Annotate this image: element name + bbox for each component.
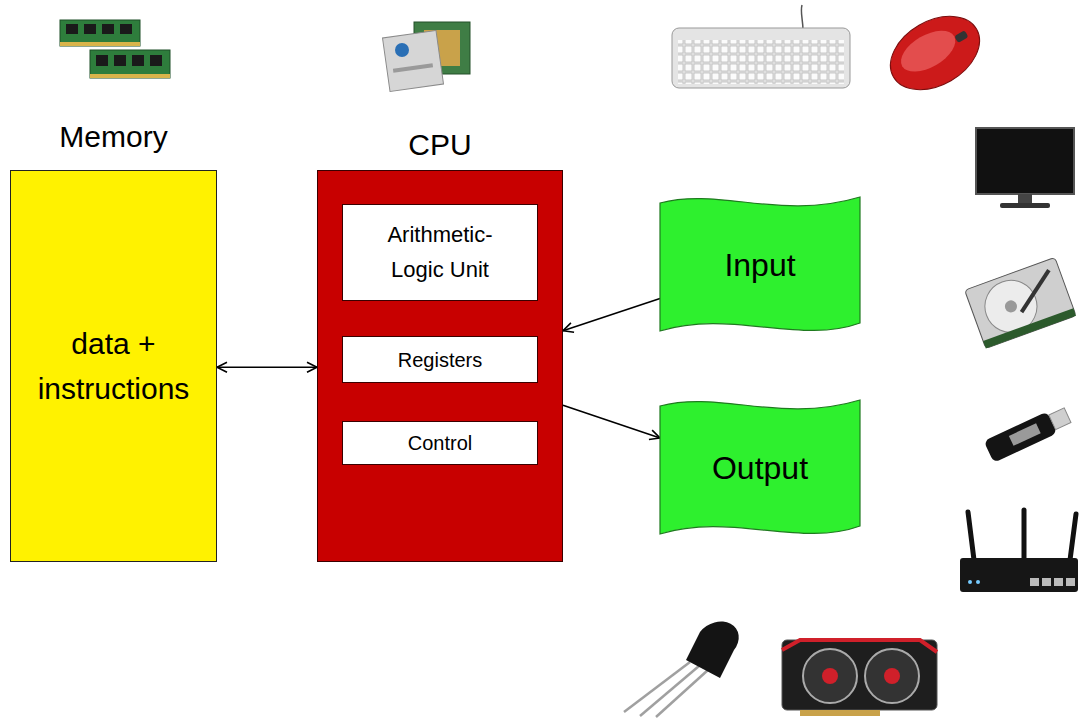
transistor-lead: [640, 666, 699, 716]
io-flag: Input: [660, 195, 860, 335]
gpu-fan: [803, 649, 857, 703]
gpu-fan-hub: [822, 668, 838, 684]
ram-stick: [60, 20, 140, 46]
ram-chip: [96, 55, 108, 66]
router-antenna: [968, 512, 974, 560]
memory-contents: data + instructions: [38, 321, 190, 411]
hard-disk-icon: [965, 257, 1076, 348]
ram-chip: [114, 55, 126, 66]
disk-board: [983, 308, 1076, 348]
flag-shape: [660, 400, 860, 534]
router-antenna: [1022, 510, 1027, 560]
memory-box: Memorydata + instructions: [10, 170, 217, 562]
keyboard-icon: [672, 5, 850, 88]
chip-marking: [393, 63, 433, 73]
data-flow-arrow: [217, 366, 317, 368]
disk-spindle: [1003, 299, 1018, 314]
router-antenna: [1070, 514, 1076, 560]
ram-chip: [66, 24, 78, 34]
router-port: [1054, 578, 1063, 586]
router-led: [968, 580, 972, 584]
unit-label: Arithmetic- Logic Unit: [365, 218, 515, 286]
io-flag: Output: [660, 398, 860, 538]
ram-chip: [120, 24, 132, 34]
router-port: [1066, 578, 1075, 586]
router-led: [976, 580, 980, 584]
ram-contacts: [90, 74, 170, 78]
monitor-screen: [976, 128, 1074, 194]
box-heading: CPU: [278, 127, 602, 163]
keyboard-body: [672, 28, 850, 88]
mouse-icon: [877, 1, 992, 104]
transistor-lead: [624, 662, 690, 712]
mouse-body: [877, 1, 992, 104]
flag-shape: [660, 197, 860, 331]
ram-chip: [102, 24, 114, 34]
ram-chip: [84, 24, 96, 34]
process-box: Arithmetic- Logic Unit: [342, 204, 538, 301]
process-box: Registers: [342, 336, 538, 383]
gpu-trim: [782, 640, 937, 652]
unit-label: Control: [408, 431, 472, 455]
ram-chip: [132, 55, 144, 66]
router-body: [960, 558, 1078, 592]
usb-body: [984, 411, 1058, 462]
router-icon: [960, 510, 1078, 592]
usb-stick-icon: [984, 404, 1073, 463]
cpu-box: CPUArithmetic- Logic UnitRegistersContro…: [317, 170, 563, 562]
monitor-base: [1000, 203, 1050, 208]
disk-case: [965, 257, 1076, 348]
process-box: Control: [342, 421, 538, 465]
data-flow-arrow: [563, 405, 660, 438]
transistor-icon: [624, 622, 739, 717]
box-heading: Memory: [0, 119, 256, 155]
mouse-shine: [894, 22, 962, 80]
ram-stick: [90, 50, 170, 78]
keyboard-keys: [678, 40, 844, 84]
gpu-fan: [865, 649, 919, 703]
unit-label: Registers: [398, 348, 482, 372]
ram-chip: [150, 55, 162, 66]
gpu-fan-hub: [884, 668, 900, 684]
monitor-neck: [1018, 194, 1032, 203]
transistor-lead: [656, 670, 708, 717]
monitor-icon: [976, 128, 1074, 208]
ram-contacts: [60, 42, 140, 46]
memory-module-icon: [60, 20, 170, 78]
io-label: Output: [712, 449, 808, 487]
disk-arm: [1011, 270, 1059, 312]
io-label: Input: [724, 246, 795, 284]
router-port: [1030, 578, 1039, 586]
transistor-body: [686, 622, 739, 678]
chip-logo: [395, 43, 409, 57]
keyboard-cable: [801, 5, 803, 30]
gpu-shroud: [782, 640, 937, 710]
data-flow-arrow: [563, 299, 660, 331]
usb-label: [1009, 423, 1041, 446]
graphics-card-icon: [782, 640, 937, 716]
gpu-contacts: [800, 710, 880, 716]
router-port: [1042, 578, 1051, 586]
chip-heatspreader: [383, 31, 444, 92]
usb-plug: [1049, 408, 1071, 430]
processor-icon: [383, 22, 470, 91]
mouse-wheel: [954, 30, 968, 43]
